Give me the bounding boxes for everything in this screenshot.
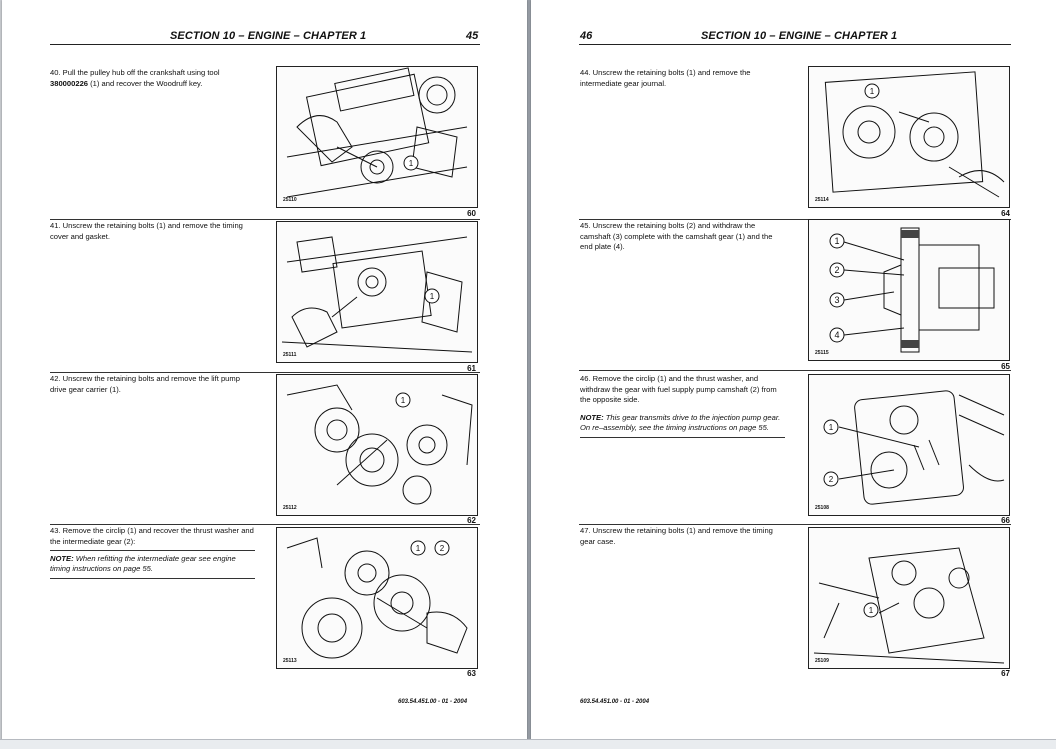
callout-1: 1	[430, 292, 435, 301]
figure-60-illustration: 1 25110	[276, 66, 478, 208]
callout-1: 1	[409, 159, 414, 168]
figure-number: 61	[467, 364, 476, 373]
figure-67-illustration: 1 25109	[808, 527, 1010, 669]
step-40: 40. Pull the pulley hub off the cranksha…	[50, 68, 255, 89]
figure-65-illustration: 1 2 3 4 25115	[808, 219, 1010, 361]
note-box: NOTE: This gear transmits drive to the i…	[580, 410, 785, 438]
callout-2: 2	[834, 265, 839, 275]
note-box: NOTE: When refitting the intermediate ge…	[50, 550, 255, 579]
header-rule	[579, 44, 1011, 45]
note-text: This gear transmits drive to the injecti…	[580, 413, 781, 432]
note-label: NOTE:	[580, 413, 604, 422]
right-page: 46 SECTION 10 – ENGINE – CHAPTER 1 44. U…	[531, 0, 1056, 740]
step-text: (1) and recover the Woodruff key.	[88, 78, 203, 88]
callout-2: 2	[829, 475, 834, 484]
section-title: SECTION 10 – ENGINE – CHAPTER 1	[170, 30, 367, 42]
callout-1: 1	[401, 396, 406, 405]
figure-code: 25110	[283, 197, 297, 203]
step-42: 42. Unscrew the retaining bolts and remo…	[50, 374, 240, 394]
viewer-bottom-bar	[0, 739, 1056, 749]
page-number: 46	[580, 30, 593, 42]
figure-code: 25114	[815, 197, 829, 203]
right-page-header: 46 SECTION 10 – ENGINE – CHAPTER 1	[531, 28, 1056, 46]
page-number: 45	[466, 30, 479, 42]
callout-2: 2	[440, 544, 445, 553]
left-page: SECTION 10 – ENGINE – CHAPTER 1 45 40. P…	[2, 0, 527, 740]
figure-number: 65	[1001, 362, 1010, 371]
tool-number: 380000226	[50, 78, 89, 88]
callout-1: 1	[869, 606, 874, 615]
step-44: 44. Unscrew the retaining bolts (1) and …	[580, 68, 751, 88]
figure-code: 25112	[283, 505, 297, 511]
figure-66-illustration: 1 2 25108	[808, 374, 1010, 516]
callout-1: 1	[870, 87, 875, 96]
figure-number: 66	[1001, 516, 1010, 525]
note-text: When refitting the intermediate gear see…	[50, 554, 236, 573]
step-text: 40. Pull the pulley hub off the cranksha…	[50, 68, 220, 77]
figure-code: 25109	[815, 658, 829, 664]
figure-code: 25113	[283, 658, 297, 664]
figure-number: 64	[1001, 209, 1010, 218]
step-separator	[50, 219, 480, 220]
note-label: NOTE:	[50, 554, 74, 563]
header-rule	[50, 44, 480, 45]
page-footer: 603.54.451.00 - 01 - 2004	[580, 699, 650, 705]
figure-63-illustration: 1 2 25113	[276, 527, 478, 669]
step-46: 46. Remove the circlip (1) and the thrus…	[580, 374, 777, 404]
figure-number: 60	[467, 209, 476, 218]
figure-number: 67	[1001, 669, 1010, 678]
step-41: 41. Unscrew the retaining bolts (1) and …	[50, 221, 243, 241]
figure-62-illustration: 1 25112	[276, 374, 478, 516]
callout-4: 4	[834, 330, 839, 340]
figure-61-illustration: 1 25111	[276, 221, 478, 363]
step-separator	[579, 219, 1011, 220]
spread-gutter	[527, 0, 531, 740]
step-separator	[579, 524, 1011, 525]
left-page-header: SECTION 10 – ENGINE – CHAPTER 1 45	[2, 28, 527, 46]
figure-number: 63	[467, 669, 476, 678]
callout-1: 1	[416, 544, 421, 553]
callout-1: 1	[829, 423, 834, 432]
step-43: 43. Remove the circlip (1) and recover t…	[50, 526, 254, 546]
callout-1: 1	[834, 236, 839, 246]
step-separator	[579, 370, 1011, 371]
step-47: 47. Unscrew the retaining bolts (1) and …	[580, 526, 773, 546]
figure-code: 25111	[283, 352, 297, 358]
page-footer: 603.54.451.00 - 01 - 2004	[398, 699, 468, 705]
figure-code: 25115	[815, 350, 829, 356]
figure-64-illustration: 1 25114	[808, 66, 1010, 208]
section-title: SECTION 10 – ENGINE – CHAPTER 1	[701, 30, 898, 42]
figure-number: 62	[467, 516, 476, 525]
step-45: 45. Unscrew the retaining bolts (2) and …	[580, 221, 773, 251]
figure-code: 25108	[815, 505, 829, 511]
step-separator	[50, 372, 480, 373]
callout-3: 3	[834, 295, 839, 305]
step-separator	[50, 524, 480, 525]
